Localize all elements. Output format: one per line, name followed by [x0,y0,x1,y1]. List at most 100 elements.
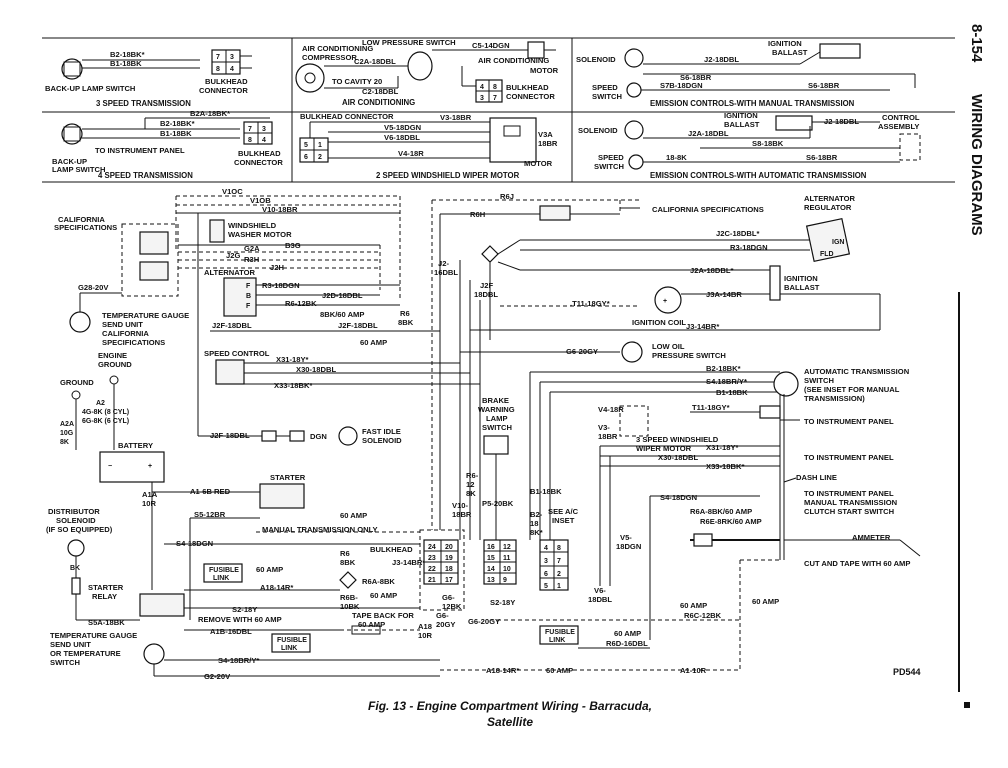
wire-label: S4-18BR/Y* [218,656,259,665]
compressor-icon [295,63,325,93]
bulkhead-center: BULKHEAD R6 8BK J3-14BR* R6A-8BK 60 AMP … [339,507,579,640]
solenoid-icon [624,48,644,68]
component-label: SPEED [592,83,618,92]
wire-label: R3-18DGN [262,281,300,290]
bottom-harness: 60 AMP R6C-12BK FUSIBLE LINK 60 AMP R6D-… [440,559,780,675]
wire-label: B2A-18BK* [190,109,230,118]
wire-label: R6 [400,309,410,318]
wire-label: 20GY [436,620,455,629]
component-label: TEMPERATURE GAUGE [102,311,189,320]
component-label: IGNITION [724,111,758,120]
wire-label: R3H [244,255,259,264]
wire-label: X31-18Y* [276,355,309,364]
wire-label: A18-14R* [486,666,519,675]
pin-label: 10 [503,566,511,573]
component-label: MANUAL TRANSMISSION [804,498,897,507]
wire-label: J3A-14BR [706,290,742,299]
component-label: SEND UNIT [50,640,91,649]
bullet-mark [964,702,970,708]
brake-warning-switch-icon [483,435,509,455]
component-label: SEND UNIT [102,320,143,329]
wire-label: 6G-8K (6 CYL) [82,418,129,425]
side-title: 8-154 WIRING DIAGRAMS [968,24,985,236]
ground-speed-control: ENGINE GROUND GROUND A2 4G-8K (8 CYL) 6G… [60,338,480,450]
component-label: RELAY [92,592,117,601]
component-label: BULKHEAD [506,83,549,92]
battery-minus-icon: − [108,463,112,470]
section-title: WIRING DIAGRAMS [968,94,985,236]
wire-label: G6- [442,593,455,602]
pin-label: 8 [216,66,220,73]
pin-label: 3 [480,95,484,102]
connector-icon [261,430,277,442]
component-label: DISTRIBUTOR [48,507,100,516]
wire-label: 8BK [398,318,414,327]
wire-label: R6E-8RK/60 AMP [700,517,762,526]
wire-label: P5-20BK [482,499,514,508]
control-assembly-icon [899,133,921,161]
wire-label: 60 AMP [256,565,283,574]
wire-label: 10R [142,499,156,508]
wire-label: 18DBL [474,290,498,299]
harness-trunk: R6J R6H CALIFORNIA SPECIFICATIONS J2- 16… [431,192,880,540]
side-rule [958,292,960,692]
pin-label: 1 [557,583,561,590]
component-label: TO CAVITY 20 [332,77,382,86]
wire-label: J2A-18DBL [688,129,729,138]
component-label: TO INSTRUMENT PANEL [95,146,185,155]
inset-title: 2 SPEED WINDSHIELD WIPER MOTOR [376,171,520,180]
wire-label: R6 [340,549,350,558]
wire-label: 60 AMP [752,597,779,606]
fast-idle-solenoid-icon [338,426,358,446]
ignition-ballast-icon [775,115,813,131]
terminal-label: F [246,283,251,290]
temp-gauge-icon [143,643,165,665]
component-label: GROUND [98,360,132,369]
wire-label: V6- [594,586,606,595]
component-label: CONNECTOR [234,158,283,167]
component-label: CALIFORNIA [58,215,105,224]
temp-gauge-icon [69,311,91,333]
wire-label: B2- [530,510,543,519]
wire-label: A18 [418,622,432,631]
component-label: LAMP SWITCH [52,165,105,174]
wire-label: B1-18BK [716,388,748,397]
pin-label: 1 [318,142,322,149]
wire-label: S6-18BR [806,153,838,162]
pin-label: 3 [544,558,548,565]
wire-label: V6-18DBL [384,133,420,142]
junction-diamond-icon [481,245,499,263]
inset-four-speed: B2A-18BK* B2-18BK* B1-18BK 7 3 8 4 TO IN… [52,109,283,180]
component-label: WARNING [478,405,515,414]
california-relay-icon [139,231,169,255]
starter-icon [259,483,305,509]
wire-label: J2C-18DBL* [716,229,760,238]
connector-icon [759,405,781,419]
pin-label: 18 [445,566,453,573]
figure-caption: Fig. 13 - Engine Compartment Wiring - Ba… [330,698,690,730]
right-harness: B2-18BK* S4.18BR/Y* B1-18BK AUTOMATIC TR… [530,364,921,640]
component-label: SEE A/C [548,507,579,516]
wire-label: S8-18BK [752,139,784,148]
wire-label: S5-12BR [194,510,226,519]
wire-label: A18-14R* [260,583,293,592]
component-label: SPEED CONTROL [204,349,270,358]
wire-label: DGN [310,432,327,441]
wire-label: J2F [480,281,493,290]
component-label: AMMETER [852,533,891,542]
wire-label: S6-18BR [808,81,840,90]
distributor-solenoid-icon [67,539,85,557]
pin-label: 17 [445,577,453,584]
wire-label: J2F-18DBL [338,321,378,330]
wire-label: S7B-18DGN [660,81,703,90]
component-label: CONNECTOR [506,92,555,101]
starter: STARTER A1-6B RED A1A 10R S5-12BR 60 AMP… [142,473,420,620]
speed-control-icon [215,359,245,385]
solenoid-icon [624,120,644,140]
component-label: LOW PRESSURE SWITCH [362,38,456,47]
component-label: IGNITION COIL [632,318,686,327]
wire-label: A2A [60,421,74,428]
component-label: LINK [281,645,297,652]
wire-label: X30-18DBL [296,365,336,374]
